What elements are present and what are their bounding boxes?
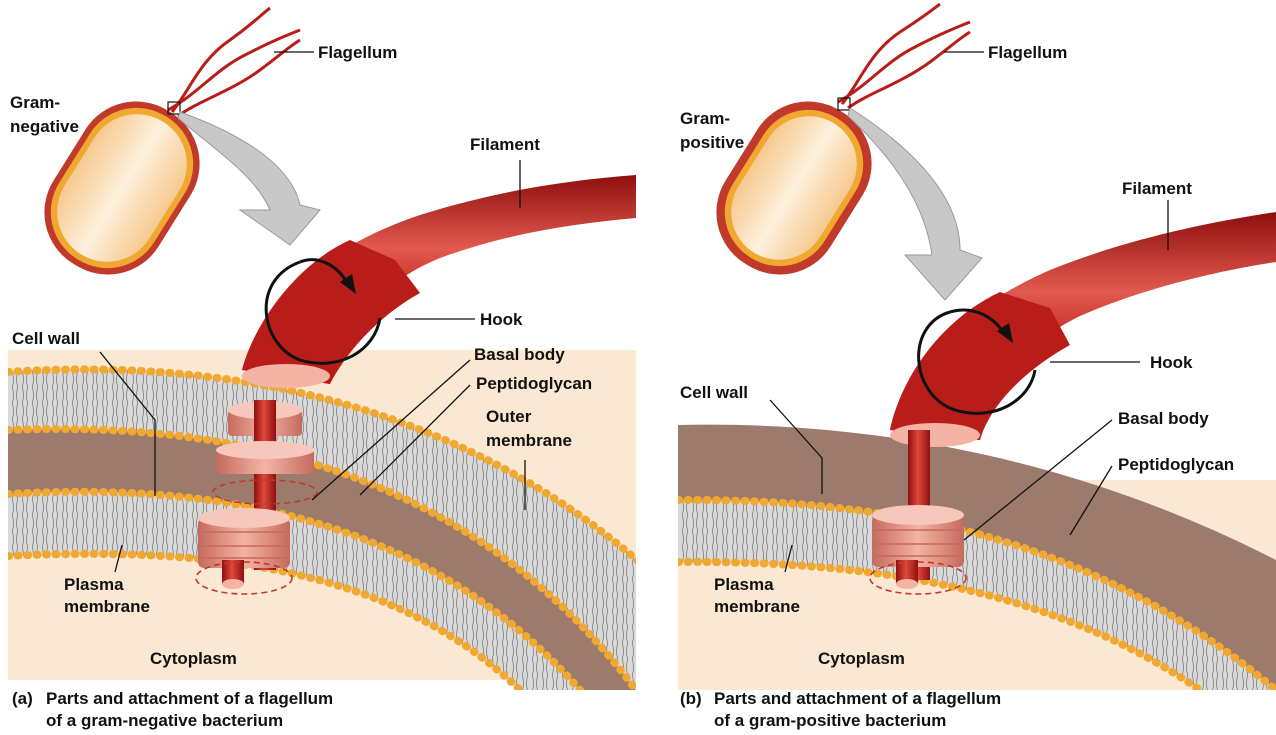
label-hook-b: Hook bbox=[1150, 353, 1193, 372]
caption-a-1: Parts and attachment of a flagellum bbox=[46, 689, 333, 708]
label-gram-b-1: Gram- bbox=[680, 109, 730, 128]
label-flagellum-a: Flagellum bbox=[318, 43, 397, 62]
label-outer-membrane-a-2: membrane bbox=[486, 431, 572, 450]
label-plasma-membrane-a-2: membrane bbox=[64, 597, 150, 616]
label-peptidoglycan-b: Peptidoglycan bbox=[1118, 455, 1234, 474]
caption-letter-a: (a) bbox=[12, 689, 33, 708]
caption-a-2: of a gram-negative bacterium bbox=[46, 711, 283, 730]
label-flagellum-b: Flagellum bbox=[988, 43, 1067, 62]
caption-b-1: Parts and attachment of a flagellum bbox=[714, 689, 1001, 708]
label-plasma-membrane-a-1: Plasma bbox=[64, 575, 124, 594]
hook-collar-b bbox=[890, 423, 980, 447]
caption-letter-b: (b) bbox=[680, 689, 702, 708]
label-basal-body-b: Basal body bbox=[1118, 409, 1209, 428]
label-cytoplasm-b: Cytoplasm bbox=[818, 649, 905, 668]
label-cell-wall-b: Cell wall bbox=[680, 383, 748, 402]
label-gram-a-2: negative bbox=[10, 117, 79, 136]
label-filament-a: Filament bbox=[470, 135, 540, 154]
caption-b-2: of a gram-positive bacterium bbox=[714, 711, 946, 730]
zoom-arrow-b bbox=[848, 108, 982, 300]
hook-collar-a bbox=[242, 364, 330, 388]
label-filament-b: Filament bbox=[1122, 179, 1192, 198]
label-plasma-membrane-b-1: Plasma bbox=[714, 575, 774, 594]
label-cell-wall-a: Cell wall bbox=[12, 329, 80, 348]
label-gram-b-2: positive bbox=[680, 133, 744, 152]
label-cytoplasm-a: Cytoplasm bbox=[150, 649, 237, 668]
label-gram-a-1: Gram- bbox=[10, 93, 60, 112]
label-basal-body-a: Basal body bbox=[474, 345, 565, 364]
label-outer-membrane-a-1: Outer bbox=[486, 407, 532, 426]
label-hook-a: Hook bbox=[480, 310, 523, 329]
label-plasma-membrane-b-2: membrane bbox=[714, 597, 800, 616]
zoom-arrow-a bbox=[178, 112, 320, 245]
label-peptidoglycan-a: Peptidoglycan bbox=[476, 374, 592, 393]
